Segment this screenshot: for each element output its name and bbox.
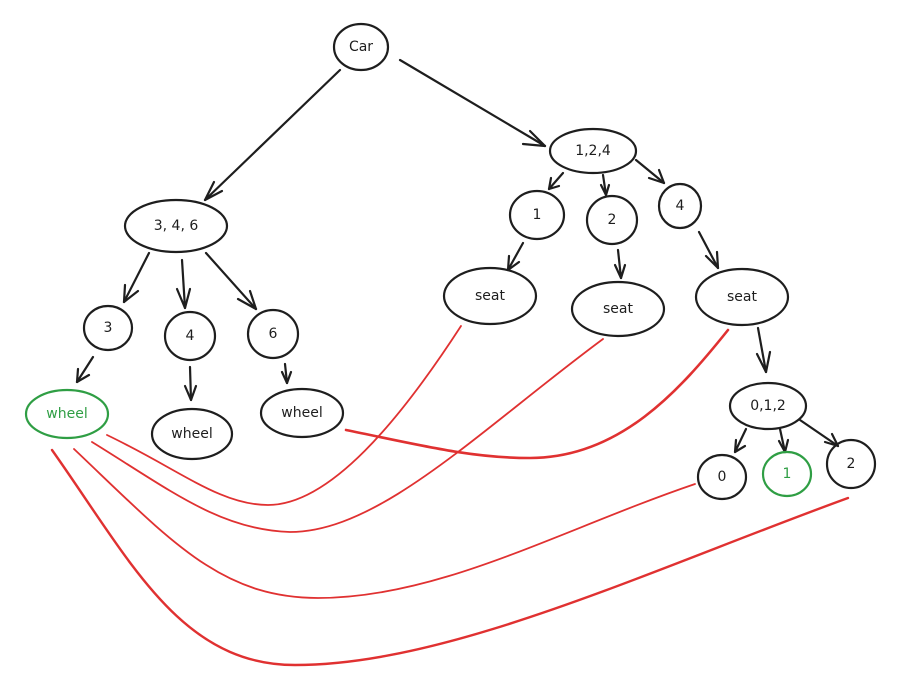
node-wheel-4[interactable]: wheel — [150, 407, 234, 461]
svg-text:2: 2 — [847, 456, 856, 472]
svg-text:0,1,2: 0,1,2 — [750, 398, 786, 414]
node-r4[interactable]: 4 — [657, 182, 703, 230]
edge-sub-to-1 — [777, 427, 790, 454]
edge-3-to-wheel — [75, 355, 95, 384]
svg-text:6: 6 — [269, 326, 278, 342]
edge-left-to-4 — [175, 258, 192, 310]
svg-text:1: 1 — [533, 207, 542, 223]
link-wheel-to-node-0 — [73, 448, 696, 599]
svg-text:Car: Car — [349, 39, 373, 55]
edge-sub-to-2 — [798, 418, 840, 448]
node-right-group[interactable]: 1,2,4 — [548, 127, 638, 175]
edge-4-to-wheel — [183, 365, 198, 402]
link-wheel-to-seat-2 — [91, 338, 604, 533]
edge-car-to-right-group — [398, 58, 547, 148]
edge-left-to-3 — [122, 251, 151, 304]
svg-text:seat: seat — [475, 288, 505, 304]
svg-text:4: 4 — [186, 328, 195, 344]
svg-text:4: 4 — [676, 198, 685, 214]
link-wheel-6-to-seat-4 — [344, 328, 730, 460]
edge-1-to-seat — [506, 241, 525, 272]
node-s2[interactable]: 2 — [825, 438, 877, 490]
svg-text:3, 4, 6: 3, 4, 6 — [154, 218, 199, 234]
edge-4-to-seat — [697, 230, 720, 270]
link-wheel-to-node-2 — [50, 448, 850, 667]
tree-edges — [75, 58, 840, 454]
svg-text:seat: seat — [603, 301, 633, 317]
svg-text:wheel: wheel — [46, 406, 87, 422]
node-seat-4[interactable]: seat — [694, 267, 790, 327]
node-car[interactable]: Car — [332, 22, 390, 72]
svg-text:3: 3 — [104, 320, 113, 336]
svg-text:1,2,4: 1,2,4 — [575, 143, 611, 159]
edge-right-to-1 — [547, 171, 565, 191]
cross-links — [50, 325, 850, 667]
edge-car-to-left-group — [203, 68, 342, 202]
node-sub-group[interactable]: 0,1,2 — [728, 381, 808, 431]
node-left-group[interactable]: 3, 4, 6 — [123, 198, 229, 254]
node-r2[interactable]: 2 — [585, 194, 639, 246]
node-seat-2[interactable]: seat — [570, 280, 666, 338]
node-3[interactable]: 3 — [82, 304, 134, 352]
svg-text:1: 1 — [783, 466, 792, 482]
node-4[interactable]: 4 — [163, 310, 217, 362]
edge-left-to-6 — [204, 251, 258, 311]
link-wheel-to-seat-1 — [106, 325, 462, 506]
edge-2-to-seat — [613, 248, 627, 280]
node-s0[interactable]: 0 — [696, 453, 748, 501]
svg-text:0: 0 — [718, 469, 727, 485]
edge-right-to-2 — [599, 173, 611, 197]
node-wheel-highlighted[interactable]: wheel — [24, 388, 110, 440]
node-s1-highlighted[interactable]: 1 — [761, 450, 813, 498]
svg-text:2: 2 — [608, 212, 617, 228]
svg-text:seat: seat — [727, 289, 757, 305]
node-seat-1[interactable]: seat — [442, 266, 538, 326]
edge-sub-to-0 — [733, 427, 748, 454]
node-6[interactable]: 6 — [246, 308, 300, 360]
edge-right-to-4 — [634, 158, 666, 185]
svg-text:wheel: wheel — [171, 426, 212, 442]
nodes: Car 3, 4, 6 3 4 6 wheel wheel wheel 1,2,… — [24, 22, 877, 501]
node-wheel-6[interactable]: wheel — [259, 387, 345, 439]
node-r1[interactable]: 1 — [508, 189, 566, 241]
edge-seat-to-sub-group — [755, 326, 772, 374]
edge-6-to-wheel — [280, 362, 293, 385]
svg-text:wheel: wheel — [281, 405, 322, 421]
